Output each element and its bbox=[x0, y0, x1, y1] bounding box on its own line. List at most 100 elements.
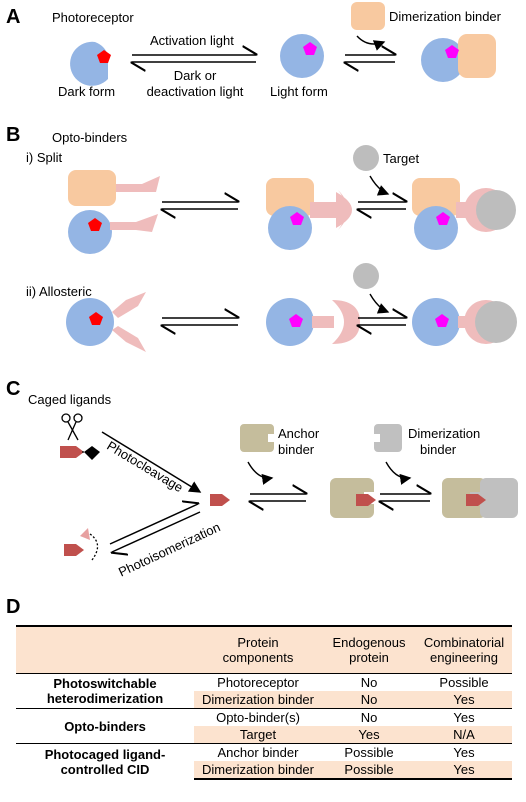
deactivation-label-2: deactivation light bbox=[146, 84, 244, 99]
cell-component: Photoreceptor bbox=[194, 673, 322, 691]
cell-combinatorial: Yes bbox=[416, 691, 512, 709]
dimer-bind-arrow bbox=[385, 461, 412, 485]
binder-complex bbox=[458, 34, 496, 78]
split-assembled-binder bbox=[266, 178, 314, 216]
anchor-bind-arrow bbox=[247, 461, 274, 485]
photoreceptor-dark-form bbox=[70, 41, 108, 86]
free-ligand bbox=[210, 494, 230, 506]
allo-active-crescent bbox=[332, 300, 360, 344]
allo-arm-top bbox=[112, 292, 146, 318]
cell-endogenous: Possible bbox=[322, 761, 416, 780]
cell-combinatorial: Yes bbox=[416, 761, 512, 780]
split-assembled-chromophore bbox=[290, 212, 304, 225]
cell-combinatorial: N/A bbox=[416, 726, 512, 744]
light-form-label: Light form bbox=[270, 84, 328, 99]
split-complex-receptor bbox=[414, 206, 458, 250]
split-binder-half bbox=[68, 170, 116, 206]
allo-chromophore-dark bbox=[89, 312, 103, 325]
allo-photoreceptor bbox=[66, 298, 114, 346]
table-row: Dimerization binder No Yes bbox=[16, 691, 512, 709]
split-assembled-crescent bbox=[336, 190, 352, 230]
dimer-binder-free bbox=[374, 424, 402, 452]
table-row: Target Yes N/A bbox=[16, 726, 512, 744]
allo-active-arm bbox=[312, 316, 334, 328]
target-label: Target bbox=[383, 151, 420, 166]
isomerization-forward-arrow bbox=[109, 504, 198, 545]
cell-endogenous: Possible bbox=[322, 743, 416, 761]
allo-arm-bottom bbox=[112, 326, 146, 352]
allo-complex-target bbox=[475, 301, 517, 343]
split-complex-chromophore bbox=[436, 212, 450, 225]
cell-component: Dimerization binder bbox=[194, 761, 322, 780]
allo-active-receptor bbox=[266, 298, 314, 346]
panel-a-graphics bbox=[70, 2, 496, 86]
anchor-complex bbox=[330, 478, 374, 518]
panel-c-graphics bbox=[60, 413, 518, 561]
photoreceptor-label: Photoreceptor bbox=[52, 10, 134, 25]
panel-a-letter: A bbox=[6, 6, 21, 28]
dimer-binder-label-1: Dimerization bbox=[408, 426, 481, 441]
cell-component: Opto-binder(s) bbox=[194, 708, 322, 726]
allo-complex-receptor bbox=[412, 298, 460, 346]
allo-complex-chromophore bbox=[435, 314, 449, 327]
cell-endogenous: No bbox=[322, 691, 416, 709]
split-chromophore-dark bbox=[88, 218, 102, 231]
cell-component: Target bbox=[194, 726, 322, 744]
cell-endogenous: Yes bbox=[322, 726, 416, 744]
isomerization-reverse-arrow bbox=[112, 511, 201, 552]
cell-endogenous: No bbox=[322, 673, 416, 691]
anchor-binder-label-1: Anchor bbox=[278, 426, 320, 441]
allo-active-chromophore bbox=[289, 314, 303, 327]
opto-binders-title: Opto-binders bbox=[52, 130, 128, 145]
dimerization-binder-label: Dimerization binder bbox=[389, 9, 501, 24]
ternary-ligand bbox=[466, 494, 486, 506]
cell-combinatorial: Yes bbox=[416, 743, 512, 761]
split-photoreceptor bbox=[68, 210, 112, 254]
cage-group-square bbox=[84, 446, 100, 460]
split-complex-target bbox=[476, 190, 516, 230]
panel-d-letter: D bbox=[6, 596, 21, 618]
isomer-dotted-arc bbox=[89, 533, 99, 561]
split-photoreceptor-arm bbox=[110, 214, 158, 232]
split-assembled-receptor bbox=[268, 206, 312, 250]
caged-ligands-title: Caged ligands bbox=[28, 392, 112, 407]
chromophore-complex bbox=[445, 45, 459, 58]
photocleavage-arrow bbox=[101, 431, 202, 493]
dimer-binder-label-2: binder bbox=[420, 442, 457, 457]
table-row: Opto-binders Opto-binder(s) No Yes bbox=[16, 708, 512, 744]
caged-ligand-isomer bbox=[64, 544, 84, 556]
allosteric-label: ii) Allosteric bbox=[26, 284, 92, 299]
activation-light-label: Activation light bbox=[150, 33, 234, 48]
panel-b-letter: B bbox=[6, 124, 21, 146]
cell-component: Anchor binder bbox=[194, 743, 322, 761]
split-binder-arm bbox=[116, 176, 160, 192]
target-bind-arrow bbox=[369, 175, 390, 196]
cell-combinatorial: Yes bbox=[416, 708, 512, 726]
split-label: i) Split bbox=[26, 150, 63, 165]
dark-form-label: Dark form bbox=[58, 84, 116, 99]
chromophore-light-pentagon bbox=[303, 42, 317, 55]
panel-b-graphics bbox=[66, 145, 517, 352]
cell-component: Dimerization binder bbox=[194, 691, 322, 709]
split-complex-binder bbox=[412, 178, 460, 216]
cell-combinatorial: Possible bbox=[416, 673, 512, 691]
allo-target-bind-arrow bbox=[369, 293, 390, 314]
anchor-complex-ligand bbox=[356, 494, 376, 506]
caged-ligand-cleavage bbox=[60, 446, 84, 458]
cell-endogenous: No bbox=[322, 708, 416, 726]
ternary-anchor bbox=[442, 478, 486, 518]
photoreceptor-light-form bbox=[280, 34, 324, 78]
anchor-binder-free bbox=[240, 424, 274, 452]
chromophore-dark-pentagon bbox=[97, 50, 111, 63]
panel-c-letter: C bbox=[6, 378, 21, 400]
split-assembled-arm bbox=[310, 202, 340, 218]
group-photocaged: Photocaged ligand-controlled CID bbox=[16, 743, 194, 779]
